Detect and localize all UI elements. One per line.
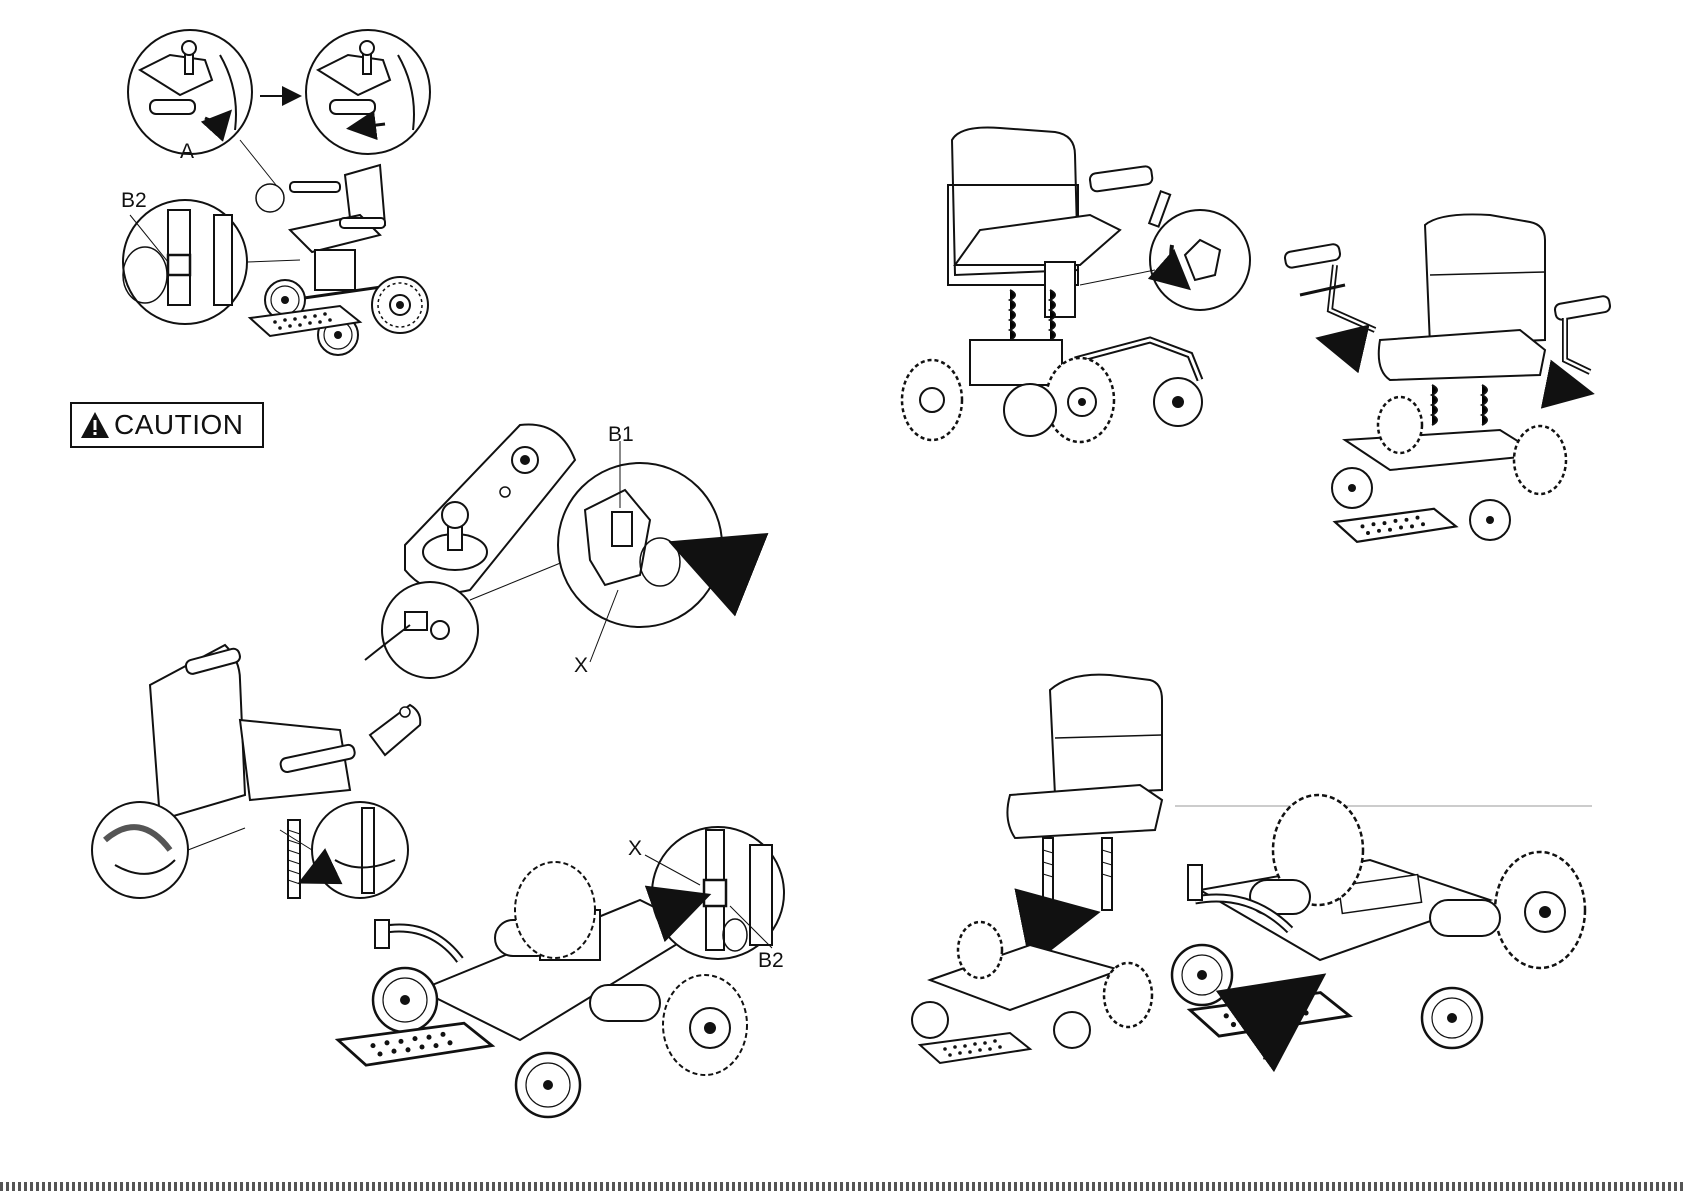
seat-lifted-illustration (1007, 675, 1162, 950)
detail-handle-folded (306, 30, 430, 154)
label-x-bottom: X (628, 838, 642, 859)
caution-label: CAUTION (70, 402, 264, 448)
label-x-top: X (574, 655, 588, 676)
chair-armrests-removed-illustration (1284, 214, 1611, 541)
seat-folded-illustration (92, 645, 420, 898)
full-chair-illustration (902, 128, 1250, 443)
label-b2-bottom: B2 (758, 950, 784, 971)
detail-latch-b2 (123, 200, 247, 324)
base-small-illustration (912, 922, 1152, 1063)
small-chair-illustration (240, 140, 428, 355)
caution-text: CAUTION (114, 409, 244, 441)
page-edge-strip (0, 1182, 1685, 1191)
base-large-illustration (1172, 795, 1585, 1060)
label-b1: B1 (608, 424, 634, 445)
detail-handle-release (128, 30, 252, 154)
label-a: A (180, 141, 194, 162)
label-b2-top: B2 (121, 190, 147, 211)
warning-triangle-icon (80, 411, 110, 439)
joystick-controller (365, 424, 575, 678)
